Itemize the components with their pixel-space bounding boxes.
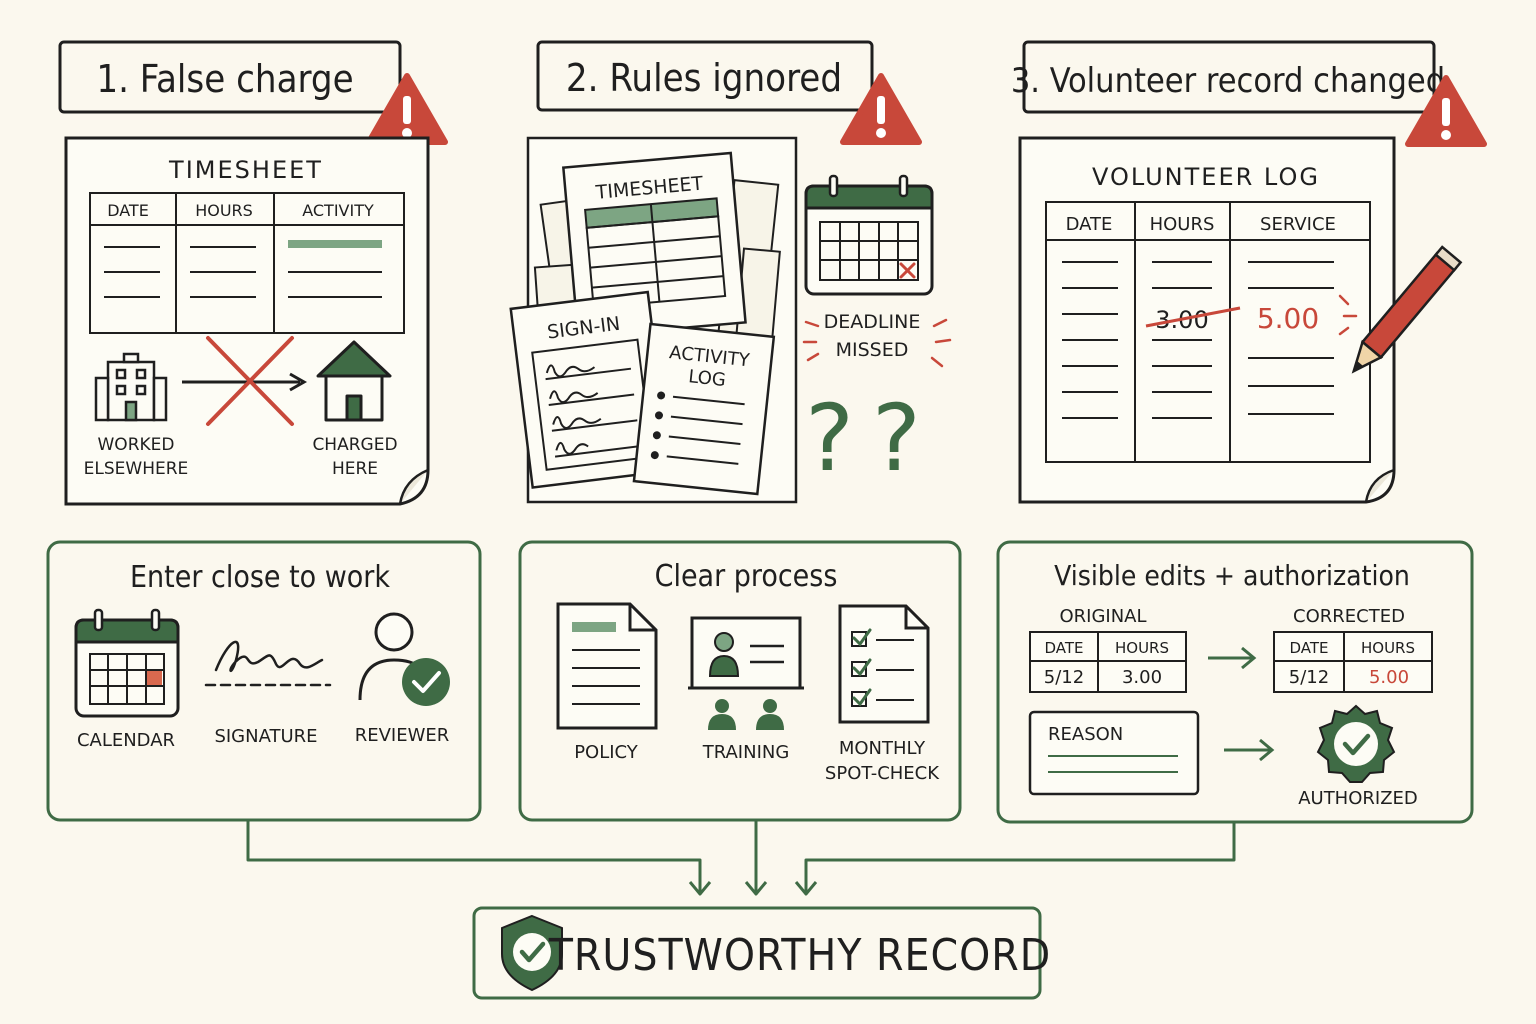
item-calendar: CALENDAR: [77, 730, 175, 751]
col-hours: HOURS: [195, 201, 253, 220]
policy-document-icon: [556, 602, 658, 730]
signature-icon: [204, 640, 332, 687]
alert-rays: [802, 318, 952, 368]
timesheet-table: [89, 192, 405, 334]
item-policy: POLICY: [574, 742, 639, 763]
problem-title-box: [536, 40, 874, 112]
col-date: DATE: [107, 201, 149, 220]
original-label: ORIGINAL: [1059, 606, 1146, 627]
shield-icon: [501, 914, 563, 992]
col-hours: HOURS: [1150, 214, 1215, 235]
activity-log-doc: ACTIVITY LOG: [632, 322, 776, 496]
arrow-icon: [1208, 646, 1257, 670]
corrected-label: CORRECTED: [1293, 606, 1405, 627]
highlighted-activity: [288, 240, 382, 248]
original-table: [1029, 631, 1187, 693]
problem-title: 1. False charge: [96, 57, 353, 101]
page-curl: [398, 468, 429, 505]
result-label: TRUSTWORTHY RECORD: [548, 930, 1052, 981]
authorized-label: AUTHORIZED: [1298, 788, 1418, 809]
arrow-icon: [182, 372, 308, 392]
reason-box: [1028, 710, 1200, 796]
strikethrough: [1145, 306, 1241, 328]
cross-icon: [206, 336, 294, 426]
solution-title: Visible edits + authorization: [1054, 559, 1410, 592]
new-hours-value: 5.00: [1257, 302, 1319, 335]
authorized-seal-icon: [1316, 704, 1396, 783]
problem-title-box: [1022, 40, 1436, 114]
problem-false-charge: 1. False charge TIMESHEET DATE HOURS ACT…: [58, 40, 445, 506]
corr-date: 5/12: [1289, 667, 1329, 688]
house-icon: [316, 340, 392, 422]
arrow-icon: [1224, 738, 1275, 762]
problem-title: 2. Rules ignored: [566, 56, 842, 100]
item-reviewer: REVIEWER: [355, 725, 450, 746]
charged-label-2: HERE: [332, 459, 378, 479]
office-building-icon: [94, 352, 168, 422]
item-spot-check: SPOT-CHECK: [825, 763, 940, 784]
result-trustworthy-record: TRUSTWORTHY RECORD: [472, 906, 1052, 1000]
calendar-icon: [74, 608, 180, 718]
calendar-icon: [804, 174, 934, 296]
volunteer-log-title: VOLUNTEER LOG: [1092, 163, 1320, 191]
charged-label-1: CHARGED: [312, 435, 397, 455]
problem-volunteer-record-changed: 3. Volunteer record changed VOLUNTEER LO…: [1011, 40, 1484, 504]
result-box: [472, 906, 1042, 1000]
worked-label-2: ELSEWHERE: [84, 459, 189, 479]
orig-col-hours: HOURS: [1115, 639, 1169, 657]
emphasis-rays: [1338, 294, 1358, 336]
solution-visible-edits: Visible edits + authorization ORIGINAL D…: [996, 540, 1474, 824]
solution-title: Clear process: [655, 559, 838, 594]
col-activity: ACTIVITY: [302, 201, 374, 220]
problem-title: 3. Volunteer record changed: [1011, 61, 1445, 101]
pencil-icon: [1351, 245, 1463, 374]
corr-hours: 5.00: [1369, 667, 1409, 688]
question-marks: ??: [805, 385, 939, 492]
orig-date: 5/12: [1044, 667, 1084, 688]
col-date: DATE: [1066, 214, 1113, 235]
problem-title-box: [58, 40, 402, 114]
checklist-icon: [838, 604, 930, 724]
worked-label-1: WORKED: [98, 435, 175, 455]
item-training: TRAINING: [702, 742, 790, 763]
reason-label: REASON: [1048, 724, 1123, 745]
item-signature: SIGNATURE: [214, 726, 317, 747]
item-monthly: MONTHLY: [839, 738, 926, 759]
timesheet-doc: TIMESHEET: [561, 151, 747, 339]
deadline-label-2: MISSED: [836, 339, 909, 361]
page-curl: [1364, 468, 1395, 503]
reviewer-icon: [358, 612, 450, 706]
timesheet-title: TIMESHEET: [168, 156, 323, 184]
orig-hours: 3.00: [1122, 667, 1162, 688]
solution-enter-close-to-work: Enter close to work CALENDAR SIGNATURE: [46, 540, 482, 822]
corr-col-hours: HOURS: [1361, 639, 1415, 657]
orig-col-date: DATE: [1044, 639, 1083, 657]
col-service: SERVICE: [1260, 214, 1336, 235]
corr-col-date: DATE: [1289, 639, 1328, 657]
solution-clear-process: Clear process POLICY TRAINING: [518, 540, 962, 822]
solution-title: Enter close to work: [130, 560, 390, 595]
corrected-table: [1273, 631, 1433, 693]
training-icon: [688, 616, 804, 730]
deadline-label-1: DEADLINE: [824, 311, 921, 333]
activity-title-2: LOG: [687, 366, 727, 391]
connector-arrows: [246, 820, 1236, 896]
problem-rules-ignored: 2. Rules ignored TIMESHEET SIGN-IN: [509, 40, 952, 504]
